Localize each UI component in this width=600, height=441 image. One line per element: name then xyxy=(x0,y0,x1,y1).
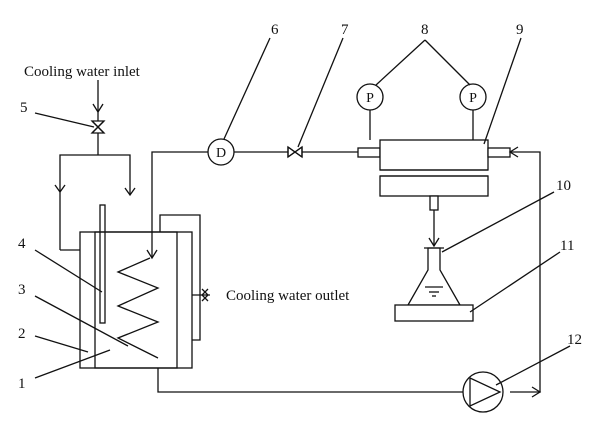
callout-2: 2 xyxy=(18,326,26,342)
thermometer xyxy=(99,204,106,324)
membrane-module xyxy=(379,139,489,171)
return-loop xyxy=(157,146,542,413)
flow-meter-symbol: D xyxy=(216,146,226,161)
heating-coil xyxy=(116,257,160,359)
pressure-gauge-outlet-symbol: P xyxy=(469,91,477,106)
permeate-arrow xyxy=(428,237,440,248)
callout-12: 12 xyxy=(567,332,582,348)
permeate-outlet xyxy=(429,195,439,211)
callout-4: 4 xyxy=(18,236,26,252)
callout-1: 1 xyxy=(18,376,26,392)
circulation-pump xyxy=(462,371,504,413)
cooling-jacket xyxy=(159,214,201,341)
module-base xyxy=(379,175,489,197)
inlet-feed-arrow xyxy=(92,103,104,114)
callout-10: 10 xyxy=(556,178,571,194)
pressure-gauge-inlet xyxy=(356,83,384,111)
callout-6: 6 xyxy=(271,22,279,38)
callout-11: 11 xyxy=(560,238,574,254)
membrane-module-assembly: P P xyxy=(356,83,511,248)
cooling-water-outlet-label: Cooling water outlet xyxy=(226,288,350,304)
pump-triangle xyxy=(469,377,502,408)
inlet-manifold xyxy=(59,154,131,250)
top-flow-line: D xyxy=(146,138,358,260)
callout-7: 7 xyxy=(341,22,349,38)
balance xyxy=(394,304,474,322)
return-arrow-right xyxy=(531,386,542,398)
callout-9: 9 xyxy=(516,22,524,38)
callout-5: 5 xyxy=(20,100,28,116)
pressure-gauge-outlet xyxy=(459,83,487,111)
outlet-arrow xyxy=(201,288,209,302)
callout-numbers: 1 2 3 4 5 6 7 8 9 10 11 12 xyxy=(18,22,582,392)
inlet-arrow-left xyxy=(54,184,66,194)
callout-3: 3 xyxy=(18,282,26,298)
inner-vessel xyxy=(94,231,178,369)
leader-lines xyxy=(34,37,571,386)
return-arrow-left xyxy=(508,146,519,158)
tank-assembly xyxy=(54,80,210,369)
inlet-arrow-right xyxy=(124,187,136,197)
flow-arrow-down xyxy=(146,249,158,260)
collection-assembly xyxy=(394,247,474,322)
callout-8: 8 xyxy=(421,22,429,38)
module-inlet-nozzle xyxy=(357,147,381,158)
cooling-water-inlet-label: Cooling water inlet xyxy=(24,64,141,80)
pressure-gauge-inlet-symbol: P xyxy=(366,91,374,106)
module-outlet-nozzle xyxy=(487,147,511,158)
